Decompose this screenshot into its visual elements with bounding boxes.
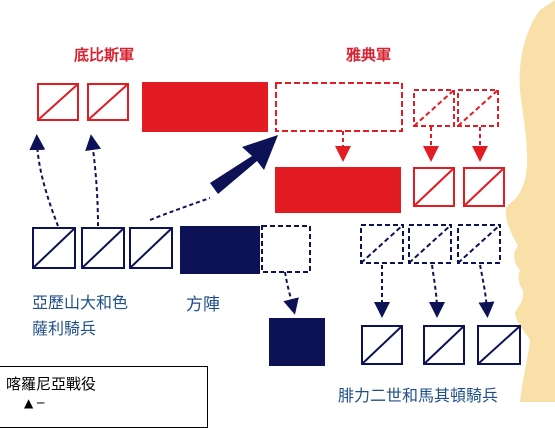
- philip-retreat-arrows: [374, 264, 495, 318]
- alexander-charge-arrow: [210, 135, 278, 194]
- alexander-cavalry-squares: [32, 227, 173, 269]
- athenian-cavalry-advanced: [413, 167, 505, 207]
- athenian-infantry-original: [275, 82, 403, 132]
- alexander-maneuver-arrows: [29, 134, 211, 227]
- label-theban-army: 底比斯軍: [74, 46, 135, 64]
- athenian-infantry-advanced: [275, 167, 401, 213]
- phalanx-retreat-arrow: [283, 271, 299, 315]
- face-silhouette-decoration: [505, 0, 555, 402]
- phalanx-block: [180, 226, 260, 274]
- label-phalanx: 方陣: [186, 295, 220, 315]
- theban-cavalry-left: [37, 83, 129, 121]
- label-alexander-cavalry: 亞歷山大和色 薩利騎兵: [32, 293, 129, 338]
- philip-cavalry-retreated: [361, 325, 521, 365]
- caption-subtitle: ▲ ─: [24, 396, 45, 410]
- label-philip-cavalry: 腓力二世和馬其頓騎兵: [338, 386, 499, 405]
- caption-title: 喀羅尼亞戰役: [6, 375, 97, 393]
- philip-cavalry-original: [360, 224, 501, 264]
- athenian-cavalry-original: [413, 89, 499, 127]
- phalanx-dashed-extension: [261, 225, 311, 273]
- theban-infantry-block: [142, 82, 268, 132]
- label-athenian-army: 雅典軍: [346, 46, 392, 64]
- battle-diagram: [29, 0, 555, 402]
- athenian-advance-arrows: [335, 127, 488, 162]
- phalanx-retreated-block: [269, 318, 325, 366]
